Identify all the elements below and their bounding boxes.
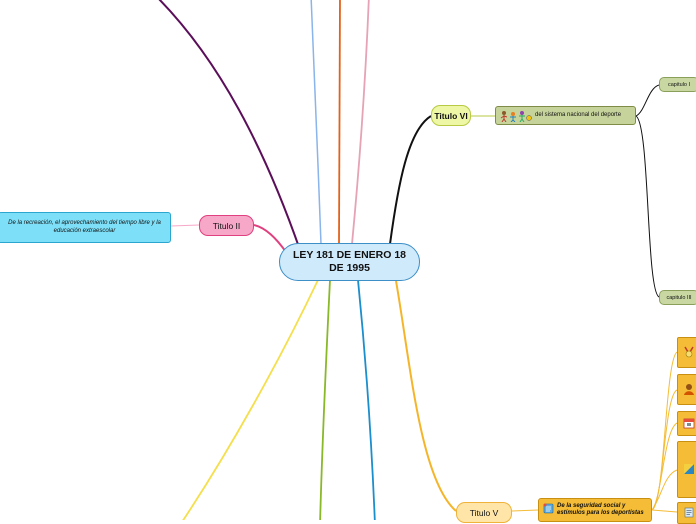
connector-capitulo-i (635, 84, 660, 117)
medal-icon (683, 346, 695, 360)
capitulo-i-node[interactable]: capitulo I (659, 77, 696, 92)
sistema-nacional-label: del sistema nacional del deporte (535, 111, 622, 118)
calendar-icon (683, 417, 695, 431)
connector-titulo-ii (253, 224, 287, 253)
connector-seguridad-social (511, 509, 539, 512)
recreacion-node[interactable]: De la recreación, el aprovechamiento del… (0, 212, 171, 243)
branch-light-blue (310, 0, 322, 245)
titulo-v-label: Titulo V (469, 507, 499, 518)
branch-orange (338, 0, 341, 245)
calendar-node[interactable] (677, 411, 696, 436)
medal-node[interactable] (677, 337, 696, 368)
titulo-ii-label: Titulo II (212, 220, 241, 231)
connector-recreacion (170, 224, 200, 227)
connector-titulo-v (395, 280, 457, 512)
document-node[interactable] (677, 502, 696, 524)
recreacion-label: De la recreación, el aprovechamiento del… (8, 220, 161, 234)
document-icon (683, 506, 695, 520)
branch-teal (357, 279, 376, 520)
central-topic[interactable]: LEY 181 DE ENERO 18 DE 1995 (279, 243, 420, 281)
list-icon (543, 503, 554, 518)
capitulo-iii-label: capitulo III (666, 294, 692, 301)
branch-pink (351, 0, 370, 245)
branch-yellow (182, 279, 319, 520)
branch-purple (158, 0, 301, 251)
connector-capitulo-iii (635, 115, 660, 298)
capitulo-iii-node[interactable]: capitulo III (659, 290, 696, 305)
person-icon (683, 383, 695, 397)
seguridad-social-label: De la seguridad social y estímulos para … (557, 502, 644, 517)
connectors-seguridad-children (651, 351, 678, 513)
capitulo-i-label: capitulo I (667, 81, 690, 88)
sports-illustration-icon (500, 110, 532, 122)
titulo-vi-label: Titulo VI (434, 110, 468, 121)
person-node[interactable] (677, 374, 696, 405)
branch-green (319, 279, 331, 520)
titulo-ii-node[interactable]: Titulo II (199, 215, 254, 236)
flag-icon (683, 463, 695, 477)
sistema-nacional-node[interactable]: del sistema nacional del deporte (495, 106, 636, 125)
seguridad-social-node[interactable]: De la seguridad social y estímulos para … (538, 498, 652, 522)
connector-titulo-vi (389, 115, 432, 245)
central-topic-label: LEY 181 DE ENERO 18 DE 1995 (292, 249, 407, 274)
flag-node[interactable] (677, 441, 696, 498)
titulo-vi-node[interactable]: Titulo VI (431, 105, 471, 126)
